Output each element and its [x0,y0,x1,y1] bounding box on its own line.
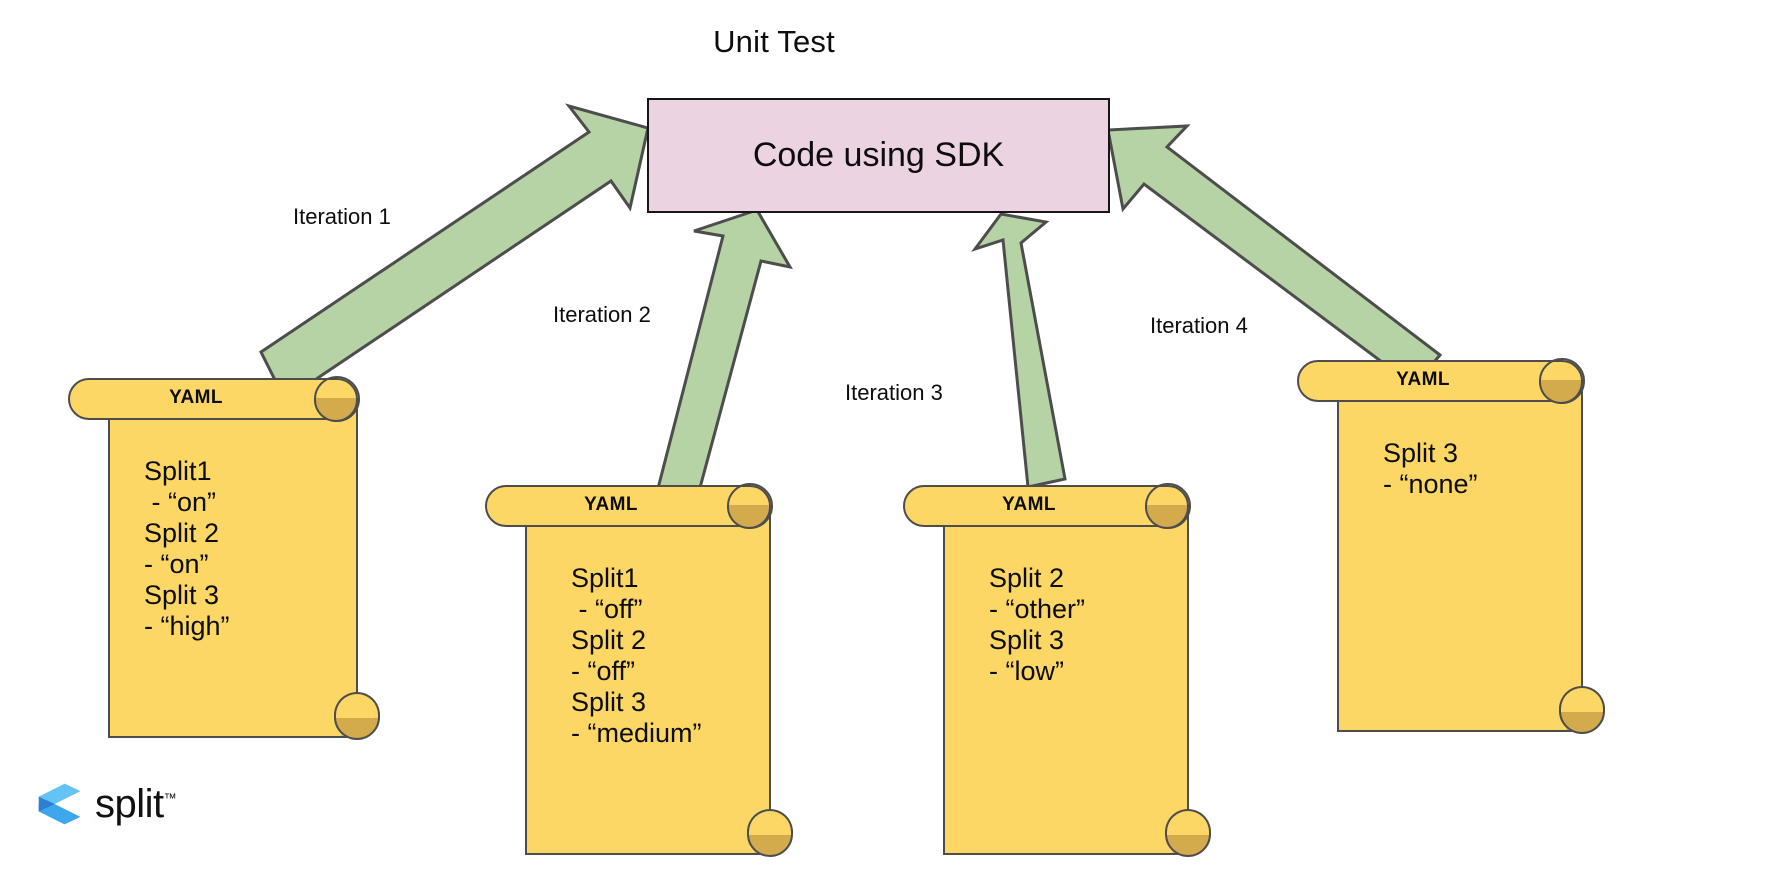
yaml-scroll-3[interactable]: YAML Split 2 - “other” Split 3 - “low” [903,483,1211,857]
iteration-3-label: Iteration 3 [845,380,943,405]
scroll-top-roll [1297,360,1583,402]
yaml-scroll-1[interactable]: YAML Split1 - “on” Split 2 - “on” Split … [68,376,380,740]
yaml-body-text: Split1 - “on” Split 2 - “on” Split 3 - “… [144,456,230,641]
arrow-iteration-3 [971,212,1067,489]
iteration-4-label: Iteration 4 [1150,313,1248,338]
scroll-top-roll [485,485,771,527]
scroll-paper-bottom-edge [108,736,358,738]
diagram-title: Unit Test [713,24,835,59]
trademark-symbol: ™ [163,790,177,806]
code-using-sdk-node[interactable]: Code using SDK [647,98,1110,213]
split-mark-icon [38,783,81,825]
scroll-top-roll [903,485,1189,527]
yaml-body-text: Split 3 - “none” [1383,438,1478,499]
scroll-paper-bottom-edge [1337,730,1583,732]
split-wordmark: split™ [95,782,177,826]
yaml-body-text: Split1 - “off” Split 2 - “off” Split 3 -… [571,563,702,748]
code-using-sdk-label: Code using SDK [752,136,1005,174]
scroll-paper [943,511,1189,855]
yaml-body-text: Split 2 - “other” Split 3 - “low” [989,563,1086,686]
iteration-2-label: Iteration 2 [553,302,651,327]
iteration-1-label: Iteration 1 [293,204,391,229]
yaml-scroll-2[interactable]: YAML Split1 - “off” Split 2 - “off” Spli… [485,483,793,857]
scroll-paper [1337,386,1583,732]
arrow-iteration-1 [259,103,650,403]
split-logo: split™ [36,781,177,827]
scroll-paper-bottom-edge [943,853,1189,855]
split-wordmark-text: split [95,782,164,826]
arrow-iteration-2 [653,208,793,512]
yaml-scroll-4[interactable]: YAML Split 3 - “none” [1297,358,1605,734]
scroll-paper-bottom-edge [525,853,771,855]
scroll-paper [525,511,771,855]
arrow-iteration-4 [1106,124,1443,389]
scroll-paper [108,404,358,738]
